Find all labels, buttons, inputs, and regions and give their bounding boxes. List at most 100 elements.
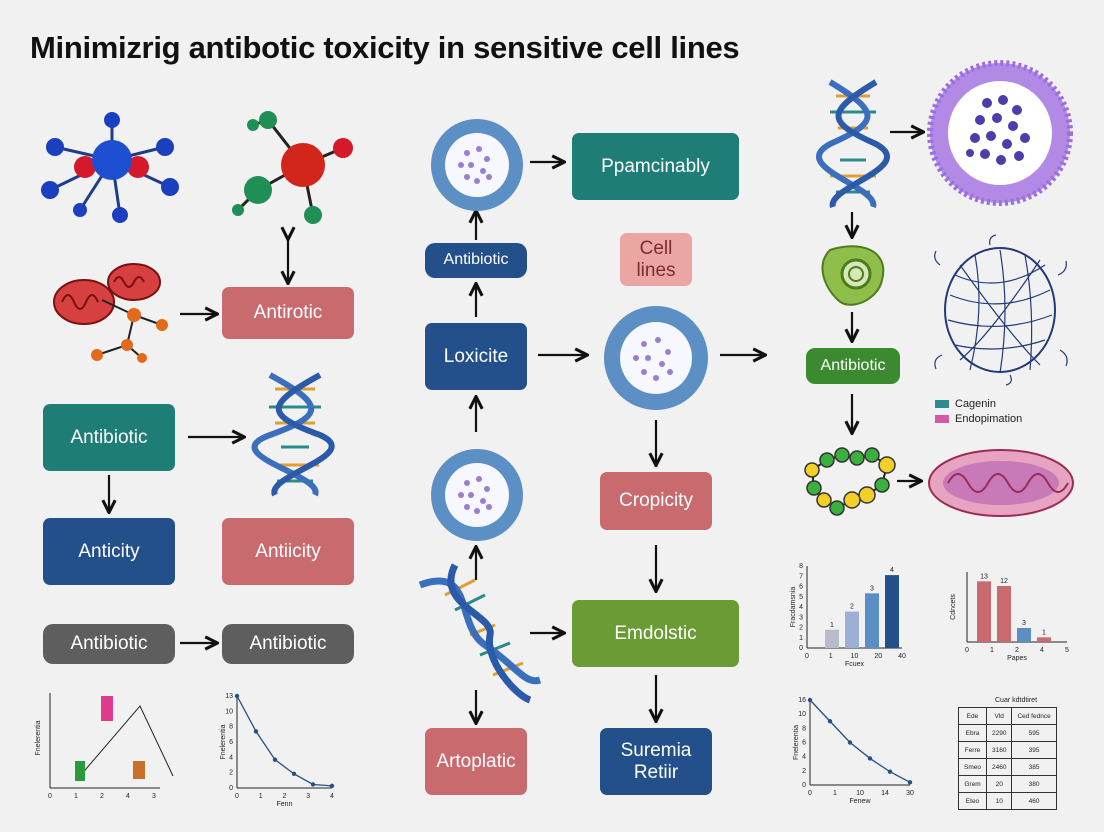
y-tick-label: 2 xyxy=(799,625,803,632)
x-tick-label: 0 xyxy=(48,793,52,800)
table-cell: 380 xyxy=(1011,775,1057,793)
data-label: 1 xyxy=(830,622,834,629)
x-tick-label: 3 xyxy=(152,793,156,800)
x-tick-label: 1 xyxy=(833,790,837,797)
table-cell: 2460 xyxy=(985,758,1013,776)
table-cell: 595 xyxy=(1011,724,1057,742)
x-tick-label: 1 xyxy=(74,793,78,800)
legend-label: Cagenin xyxy=(955,398,996,410)
y-tick-label: 8 xyxy=(802,725,806,732)
x-tick-label: 0 xyxy=(965,647,969,654)
y-tick-label: 0 xyxy=(802,782,806,789)
y-tick-label: 10 xyxy=(225,708,233,715)
artoplatic-box: Artoplatic xyxy=(425,728,527,795)
data-label: 3 xyxy=(1022,620,1026,627)
fibrous-cell-icon xyxy=(934,234,1068,386)
x-tick-label: 20 xyxy=(874,653,882,660)
data-point xyxy=(310,782,316,787)
y-tick-label: 5 xyxy=(799,594,803,601)
table-cell: 20 xyxy=(985,775,1013,793)
table-cell: Ferre xyxy=(958,741,987,759)
table-cell: 395 xyxy=(1011,741,1057,759)
loxicite-box: Loxicite xyxy=(425,323,527,390)
x-tick-label: 1 xyxy=(259,793,263,800)
protein-chain-icon xyxy=(804,447,896,516)
x-tick-label: 0 xyxy=(805,653,809,660)
cell-icon xyxy=(604,306,708,410)
antiicity-box: Antiicity xyxy=(222,518,354,585)
table-cell: 385 xyxy=(1011,758,1057,776)
y-tick-label: 6 xyxy=(802,740,806,747)
legend-swatch xyxy=(935,415,949,423)
bar xyxy=(845,611,859,648)
table-cell: Ebra xyxy=(958,724,987,742)
mitochondria-icon xyxy=(928,449,1074,517)
y-tick-label: 4 xyxy=(802,754,806,761)
x-tick-label: 2 xyxy=(100,793,104,800)
legend-item: Cagenin xyxy=(935,398,996,410)
y-tick-label: 0 xyxy=(229,785,233,792)
y-tick-label: 4 xyxy=(229,754,233,761)
data-point xyxy=(234,693,240,699)
data-point xyxy=(329,783,335,789)
x-tick-label: 1 xyxy=(990,647,994,654)
line-series xyxy=(809,699,911,783)
data-point xyxy=(272,757,278,762)
x-tick-label: 14 xyxy=(881,790,889,797)
antibiotic-gray-box: Antibiotic xyxy=(222,624,354,664)
data-label: 1 xyxy=(1042,629,1046,636)
y-tick-label: 6 xyxy=(229,739,233,746)
y-tick-label: 0 xyxy=(799,645,803,652)
y-axis-label: Fnelerentia xyxy=(793,725,800,760)
data-point xyxy=(867,756,873,761)
y-tick-label: 3 xyxy=(799,614,803,621)
table-cell: Smeo xyxy=(958,758,987,776)
cropicity-box: Cropicity xyxy=(600,472,712,530)
table-cell: Grem xyxy=(958,775,987,793)
endolstic-box: Emdolstic xyxy=(572,600,739,667)
x-tick-label: 0 xyxy=(808,790,812,797)
antibiotic-gray-box: Antibiotic xyxy=(43,624,175,664)
table-title: Cuar kdtdtiret xyxy=(995,697,1038,704)
table-header-cell: Ced fednce xyxy=(1011,707,1057,725)
x-tick-label: 3 xyxy=(306,793,310,800)
x-tick-label: 4 xyxy=(330,793,334,800)
y-axis-label: Fracdamsnia xyxy=(790,587,797,628)
x-axis-label: Papes xyxy=(1007,655,1027,662)
x-axis-label: Fenew xyxy=(849,798,871,805)
y-tick-label: 6 xyxy=(799,584,803,591)
y-tick-label: 13 xyxy=(225,693,233,700)
data-point xyxy=(827,719,833,724)
y-axis-label: Cdncets xyxy=(950,594,957,620)
y-tick-label: 1 xyxy=(799,635,803,642)
mitochondria-icon xyxy=(53,263,168,363)
x-tick-label: 40 xyxy=(898,653,906,660)
table-header-cell: Vld xyxy=(985,707,1013,725)
data-marker xyxy=(101,696,113,721)
x-axis-label: Fcuex xyxy=(845,661,865,668)
dna-icon xyxy=(418,563,542,704)
data-label: 2 xyxy=(850,604,854,611)
x-tick-label: 30 xyxy=(906,790,914,797)
pparmcinably-box: Ppamcinably xyxy=(572,133,739,200)
x-tick-label: 4 xyxy=(1040,647,1044,654)
table-cell: Eteo xyxy=(958,792,987,810)
x-tick-label: 2 xyxy=(1015,647,1019,654)
y-axis-label: Fnelerentia xyxy=(35,720,42,755)
data-marker xyxy=(133,761,145,779)
bar xyxy=(1037,637,1051,642)
legend-item: Endopimation xyxy=(935,413,1022,425)
table-header-cell: Ede xyxy=(958,707,987,725)
y-tick-label: 2 xyxy=(229,770,233,777)
anticity-box: Anticity xyxy=(43,518,175,585)
